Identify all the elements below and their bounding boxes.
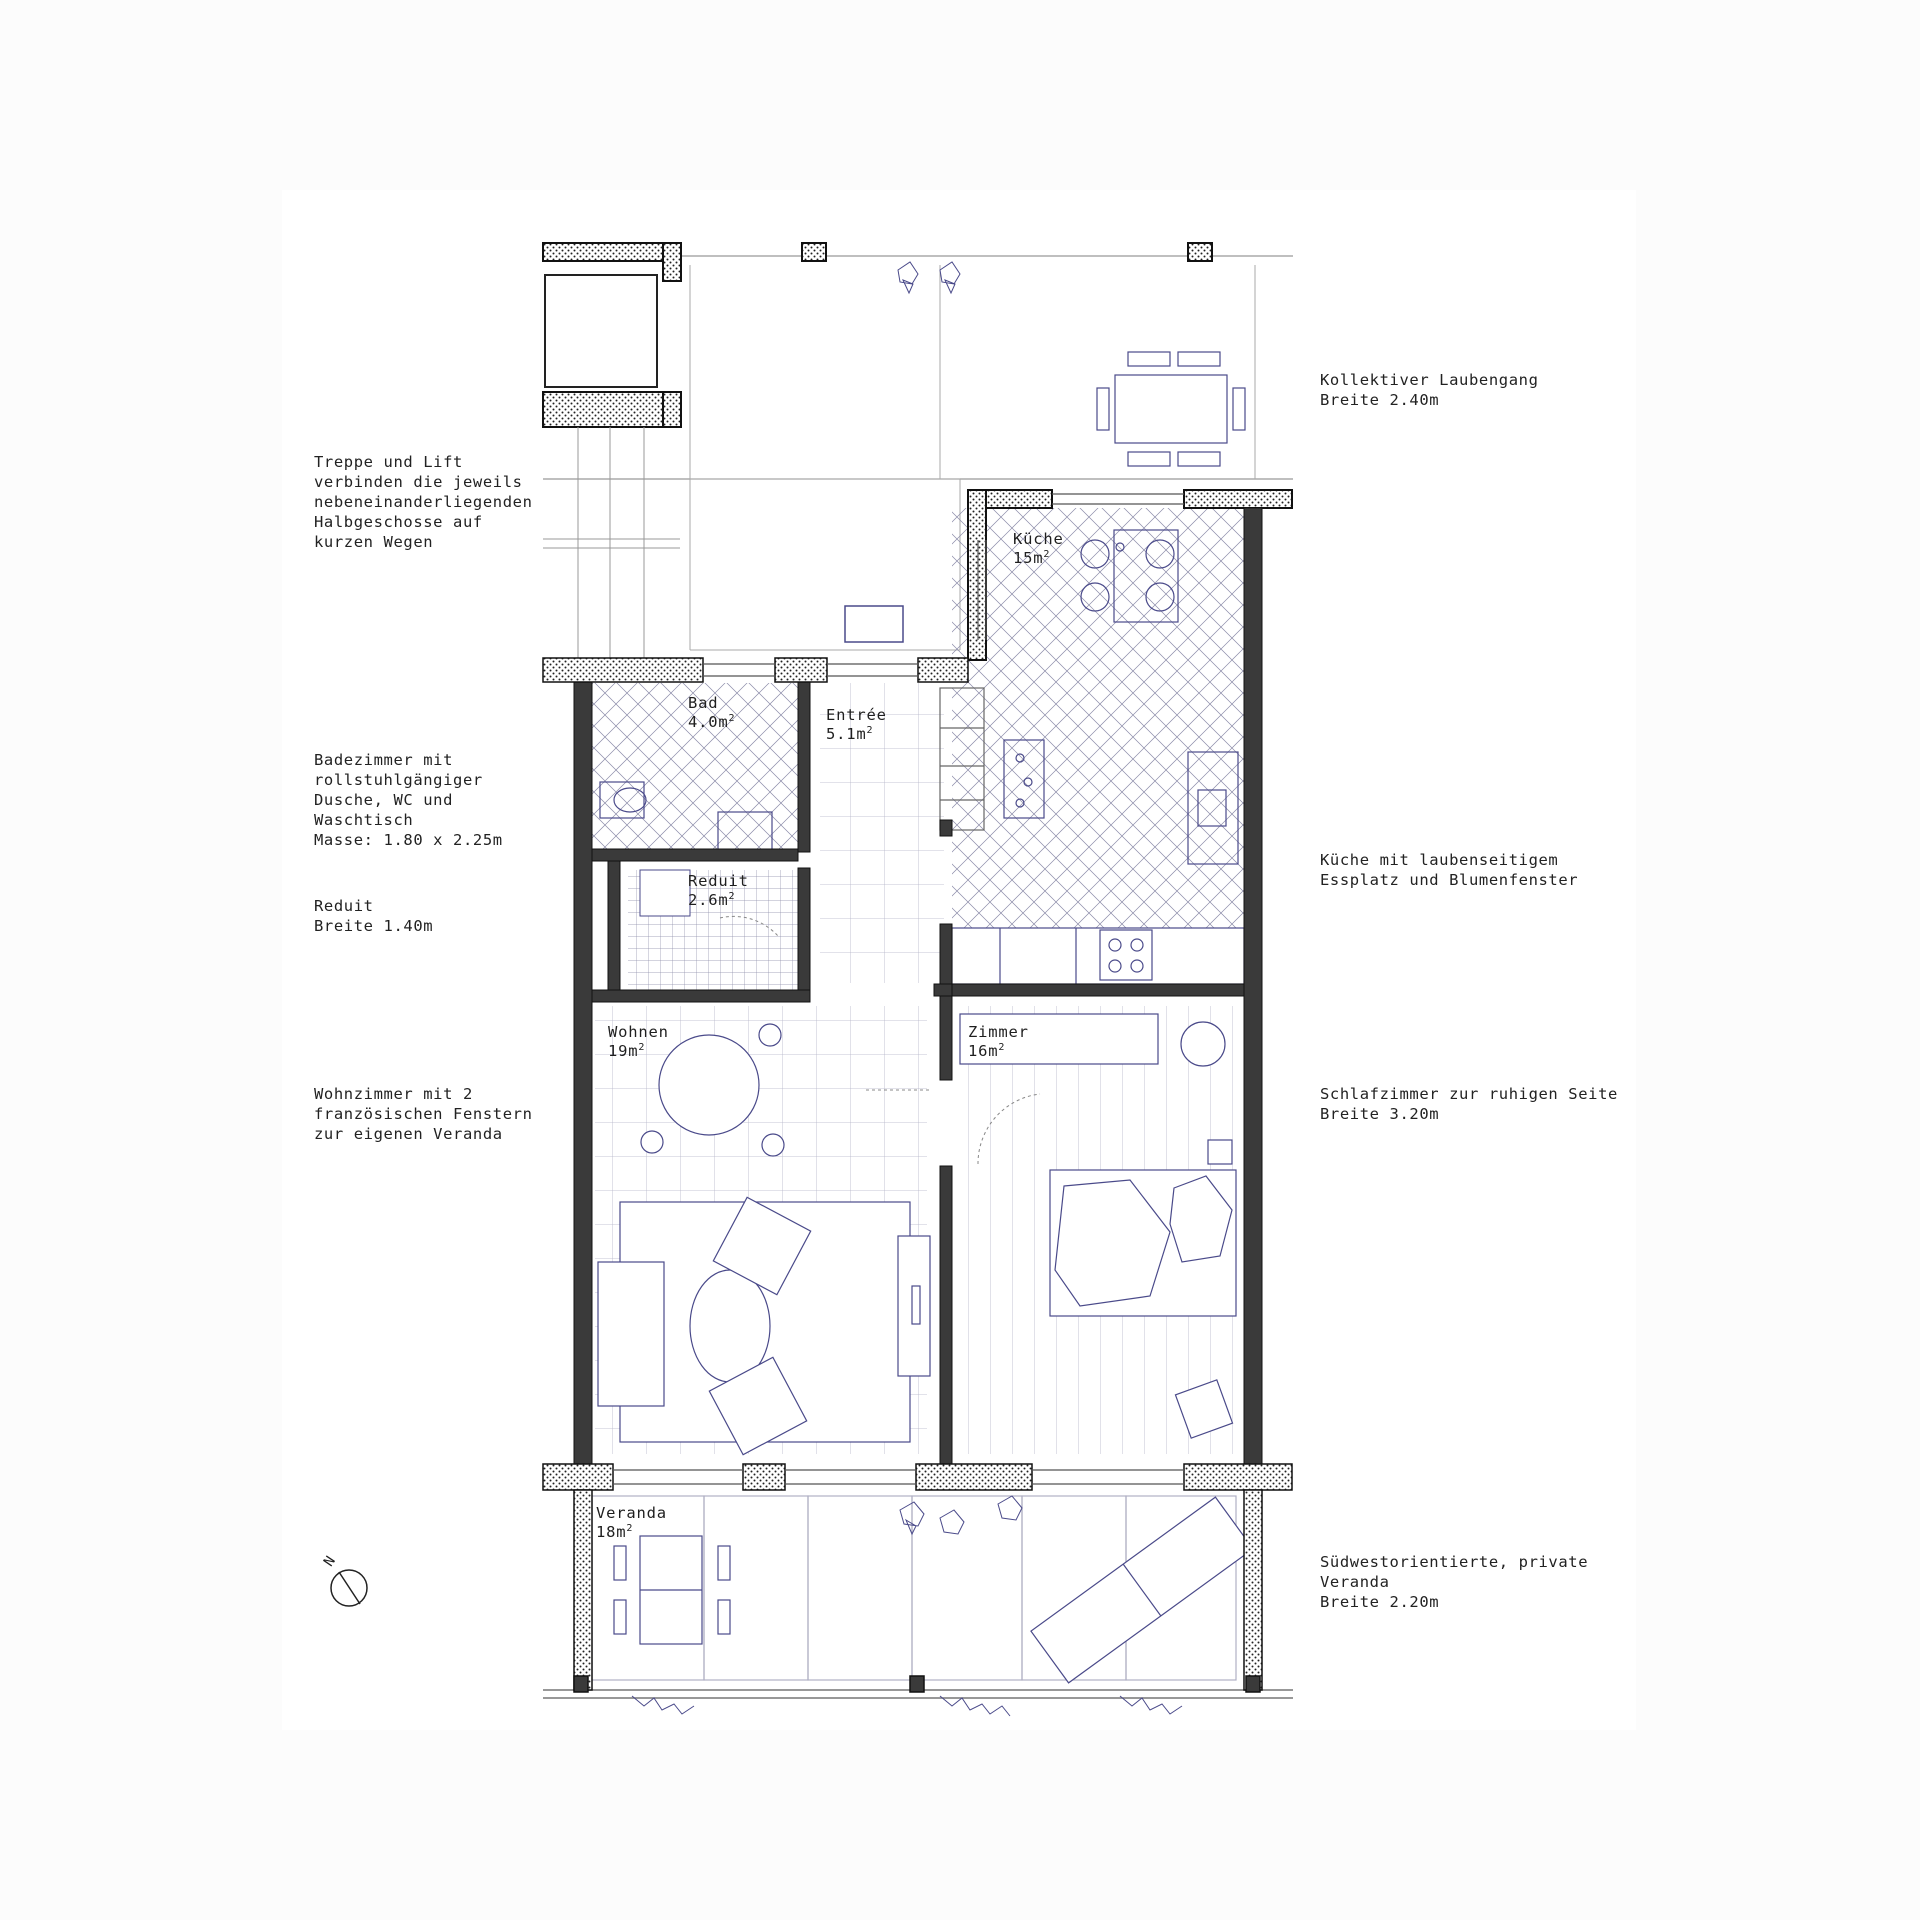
room-area: 2.6m2: [688, 890, 736, 909]
note-schlafzimmer: Schlafzimmer zur ruhigen Seite Breite 3.…: [1320, 1084, 1618, 1124]
room-label-reduit: Reduit 2.6m2: [688, 872, 749, 910]
room-label-zimmer: Zimmer 16m2: [968, 1023, 1029, 1061]
note-line: Wohnzimmer mit 2: [314, 1085, 473, 1103]
note-reduit: Reduit Breite 1.40m: [314, 896, 433, 936]
note-treppe: Treppe und Lift verbinden die jeweils ne…: [314, 452, 533, 552]
note-line: Schlafzimmer zur ruhigen Seite: [1320, 1085, 1618, 1103]
note-line: Breite 3.20m: [1320, 1105, 1440, 1123]
bad-area: [592, 683, 798, 851]
entree-area: [820, 683, 985, 983]
note-line: zur eigenen Veranda: [314, 1125, 503, 1143]
room-name: Wohnen: [608, 1023, 669, 1041]
note-badezimmer: Badezimmer mit rollstuhlgängiger Dusche,…: [314, 750, 503, 850]
room-name: Veranda: [596, 1504, 667, 1522]
note-line: Veranda: [1320, 1573, 1390, 1591]
note-line: Masse: 1.80 x 2.25m: [314, 831, 503, 849]
note-kueche: Küche mit laubenseitigem Essplatz und Bl…: [1320, 850, 1578, 890]
note-line: nebeneinanderliegenden: [314, 493, 533, 511]
room-label-veranda: Veranda 18m2: [596, 1504, 667, 1542]
room-area: 19m2: [608, 1041, 646, 1060]
walls: [573, 507, 1263, 1473]
reduit-area: [628, 869, 798, 990]
note-line: Breite 1.40m: [314, 917, 434, 935]
laubengang-area: [542, 242, 1293, 661]
room-label-bad: Bad 4.0m2: [688, 694, 735, 732]
note-veranda: Südwestorientierte, private Veranda Brei…: [1320, 1552, 1588, 1612]
plant-icon: [897, 261, 961, 295]
note-line: Breite 2.20m: [1320, 1593, 1440, 1611]
gallery-table-icon: [1096, 351, 1246, 467]
hatched-walls: [542, 657, 1293, 1693]
note-line: Breite 2.40m: [1320, 391, 1440, 409]
room-label-entree: Entrée 5.1m2: [826, 706, 887, 744]
room-area: 16m2: [968, 1041, 1006, 1060]
note-line: Dusche, WC und: [314, 791, 454, 809]
room-name: Bad: [688, 694, 719, 712]
zimmer-area: [959, 1006, 1237, 1454]
note-line: rollstuhlgängiger: [314, 771, 483, 789]
note-line: kurzen Wegen: [314, 533, 434, 551]
note-line: Treppe und Lift: [314, 453, 463, 471]
room-area: 5.1m2: [826, 724, 874, 743]
note-wohnzimmer: Wohnzimmer mit 2 französischen Fenstern …: [314, 1084, 533, 1144]
room-name: Zimmer: [968, 1023, 1029, 1041]
room-label-kueche: Küche 15m2: [1013, 530, 1064, 568]
note-laubengang: Kollektiver Laubengang Breite 2.40m: [1320, 370, 1539, 410]
note-line: Halbgeschosse auf: [314, 513, 483, 531]
note-line: Waschtisch: [314, 811, 414, 829]
room-area: 15m2: [1013, 548, 1051, 567]
note-line: französischen Fenstern: [314, 1105, 533, 1123]
note-line: Badezimmer mit: [314, 751, 454, 769]
note-line: Essplatz und Blumenfenster: [1320, 871, 1579, 889]
room-name: Küche: [1013, 530, 1064, 548]
note-line: verbinden die jeweils: [314, 473, 523, 491]
room-name: Entrée: [826, 706, 887, 724]
room-area: 4.0m2: [688, 712, 736, 731]
note-line: Südwestorientierte, private: [1320, 1553, 1589, 1571]
room-name: Reduit: [688, 872, 749, 890]
plant-icon: [631, 1495, 1183, 1717]
room-area: 18m2: [596, 1522, 634, 1541]
north-arrow-icon: [330, 1569, 368, 1607]
room-label-wohnen: Wohnen 19m2: [608, 1023, 669, 1061]
kueche-area: [951, 489, 1293, 985]
veranda-area: [543, 1495, 1293, 1717]
note-line: Kollektiver Laubengang: [1320, 371, 1539, 389]
wohnen-area: [595, 1006, 931, 1456]
note-line: Reduit: [314, 897, 374, 915]
note-line: Küche mit laubenseitigem: [1320, 851, 1559, 869]
windows: [613, 493, 1184, 1485]
